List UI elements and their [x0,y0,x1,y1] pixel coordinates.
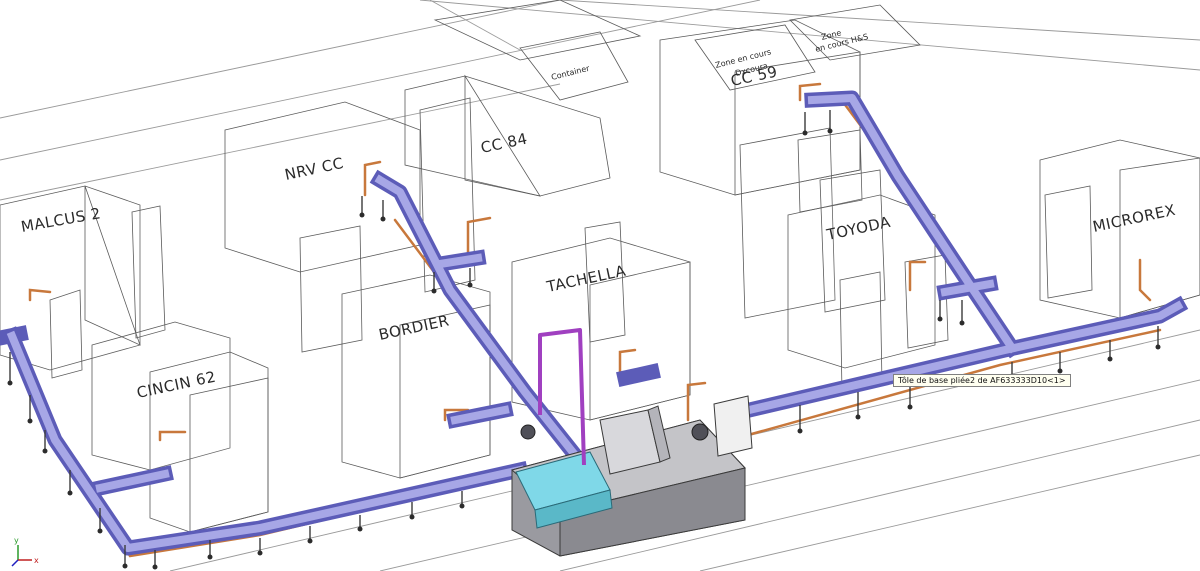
triad-y-label: y [14,536,19,545]
hover-tooltip: Tôle de base pliée2 de AF633333D10<1> [893,374,1071,387]
pump-motor [520,424,536,440]
pump-motor-2 [691,423,709,441]
axis-triad: y x [11,536,39,567]
filtration-unit[interactable] [510,328,753,557]
duct-supports [7,110,1161,570]
triad-x-label: x [34,556,39,565]
machine-wireframes [0,0,1200,533]
electrical-cabinet [713,395,753,457]
